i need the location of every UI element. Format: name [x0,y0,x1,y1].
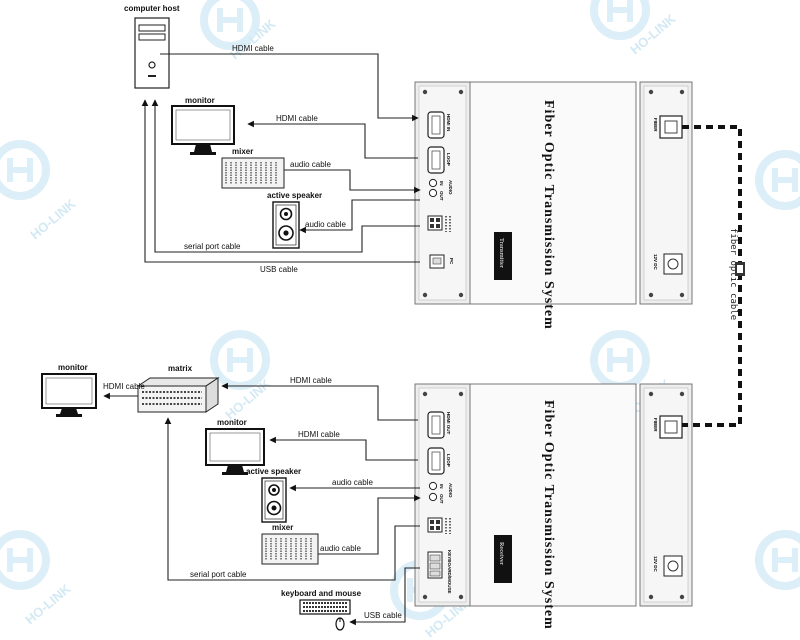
matrix-label: matrix [168,364,193,373]
audio-out-jack[interactable] [428,492,438,502]
serial-port-cable [164,417,420,581]
hdmi-cable-matrix-label: HDMI cable [103,382,145,391]
audio-label: AUDIO [448,180,453,195]
audio-in-label: IN [439,484,444,489]
audio-in-jack[interactable] [428,178,438,188]
hdmi-cable-1 [160,53,419,122]
serial-port-cable-label: serial port cable [190,570,247,579]
fiber-optic-link: fiber optic cable [682,125,745,427]
fiber-label: FIBER [653,418,658,432]
active-speaker-label: active speaker [246,467,301,476]
transmitter-badge-text: Transmitter [498,238,505,269]
fiber-optic-cable-label: fiber optic cable [728,228,738,320]
bottom-monitor-left: monitor [41,363,97,417]
matrix: matrix [136,364,220,413]
usb-cable-label: USB cable [364,611,402,620]
top-monitor: monitor [171,96,235,155]
receiver-unit: HDMI OUT LOOP IN OUT AUDIO KEYBOARD/MOUS… [414,383,693,630]
keyboard-mouse-label: KEYBOARD/MOUSE [447,550,452,594]
hdmi-cable-2 [269,436,418,461]
mixer-icon [221,157,285,189]
loop-label: LOOP [446,153,451,166]
serial-port-cable-label: serial port cable [184,242,241,251]
watermark-text: HO-LINK [27,196,79,243]
computer-host-label: computer host [124,4,180,13]
audio-cable-2-label: audio cable [305,220,346,229]
pc-label: PC [449,258,454,265]
transmitter-unit: HDMI IN LOOP IN OUT AUDIO PC Fiber Optic… [414,81,693,330]
audio-cable-1-label: audio cable [332,478,373,487]
audio-in-label: IN [439,181,444,186]
usb-cable [141,99,420,263]
bottom-mixer: mixer [261,523,319,565]
loop-label: LOOP [446,454,451,467]
audio-in-jack[interactable] [428,481,438,491]
top-wires: HDMI cable HDMI cable audio cable audio … [141,44,421,274]
bottom-active-speaker: active speaker [246,467,301,523]
dc-label: 12V DC [653,254,658,271]
active-speaker-label: active speaker [267,191,322,200]
receiver-badge-text: Receiver [498,542,505,566]
top-mixer: mixer [221,147,285,189]
audio-label: AUDIO [448,483,453,498]
transmitter-title: Fiber Optic Transmission System [541,100,556,330]
keyboard-and-mouse: keyboard and mouse [281,589,362,631]
fiber-label: FIBER [653,118,658,132]
receiver-title: Fiber Optic Transmission System [541,400,556,630]
hdmi-cable-1-label: HDMI cable [290,376,332,385]
audio-cable-1-label: audio cable [290,160,331,169]
dc-label: 12V DC [653,556,658,573]
usb-cable-label: USB cable [260,265,298,274]
receiver-badge [494,535,512,583]
audio-cable-2 [299,199,420,234]
monitor-label: monitor [217,418,247,427]
audio-out-label: OUT [439,494,444,504]
monitor-label: monitor [185,96,215,105]
audio-cable-1 [284,169,421,194]
mixer-label: mixer [232,147,253,156]
keyboard-mouse-label: keyboard and mouse [281,589,362,598]
top-active-speaker: active speaker [267,191,322,249]
hdmi-cable-2 [247,120,418,159]
usb-cable [349,567,420,626]
serial-port-cable [151,99,420,253]
monitor-left-label: monitor [58,363,88,372]
mixer-label: mixer [272,523,293,532]
hdmi-cable-1 [221,382,418,421]
hdmi-cable-2-label: HDMI cable [276,114,318,123]
computer-host: computer host [124,4,180,89]
bottom-wires: HDMI cable HDMI cable HDMI cable audio c… [103,376,421,626]
audio-out-jack[interactable] [428,188,438,198]
audio-cable-2 [318,494,421,555]
audio-cable-2-label: audio cable [320,544,361,553]
hdmi-in-label: HDMI IN [446,114,451,131]
hdmi-out-label: HDMI OUT [446,412,451,434]
transmitter-badge [494,232,512,280]
audio-out-label: OUT [439,191,444,201]
hdmi-cable-2-label: HDMI cable [298,430,340,439]
hdmi-cable-1-label: HDMI cable [232,44,274,53]
bottom-monitor: monitor [205,418,265,475]
